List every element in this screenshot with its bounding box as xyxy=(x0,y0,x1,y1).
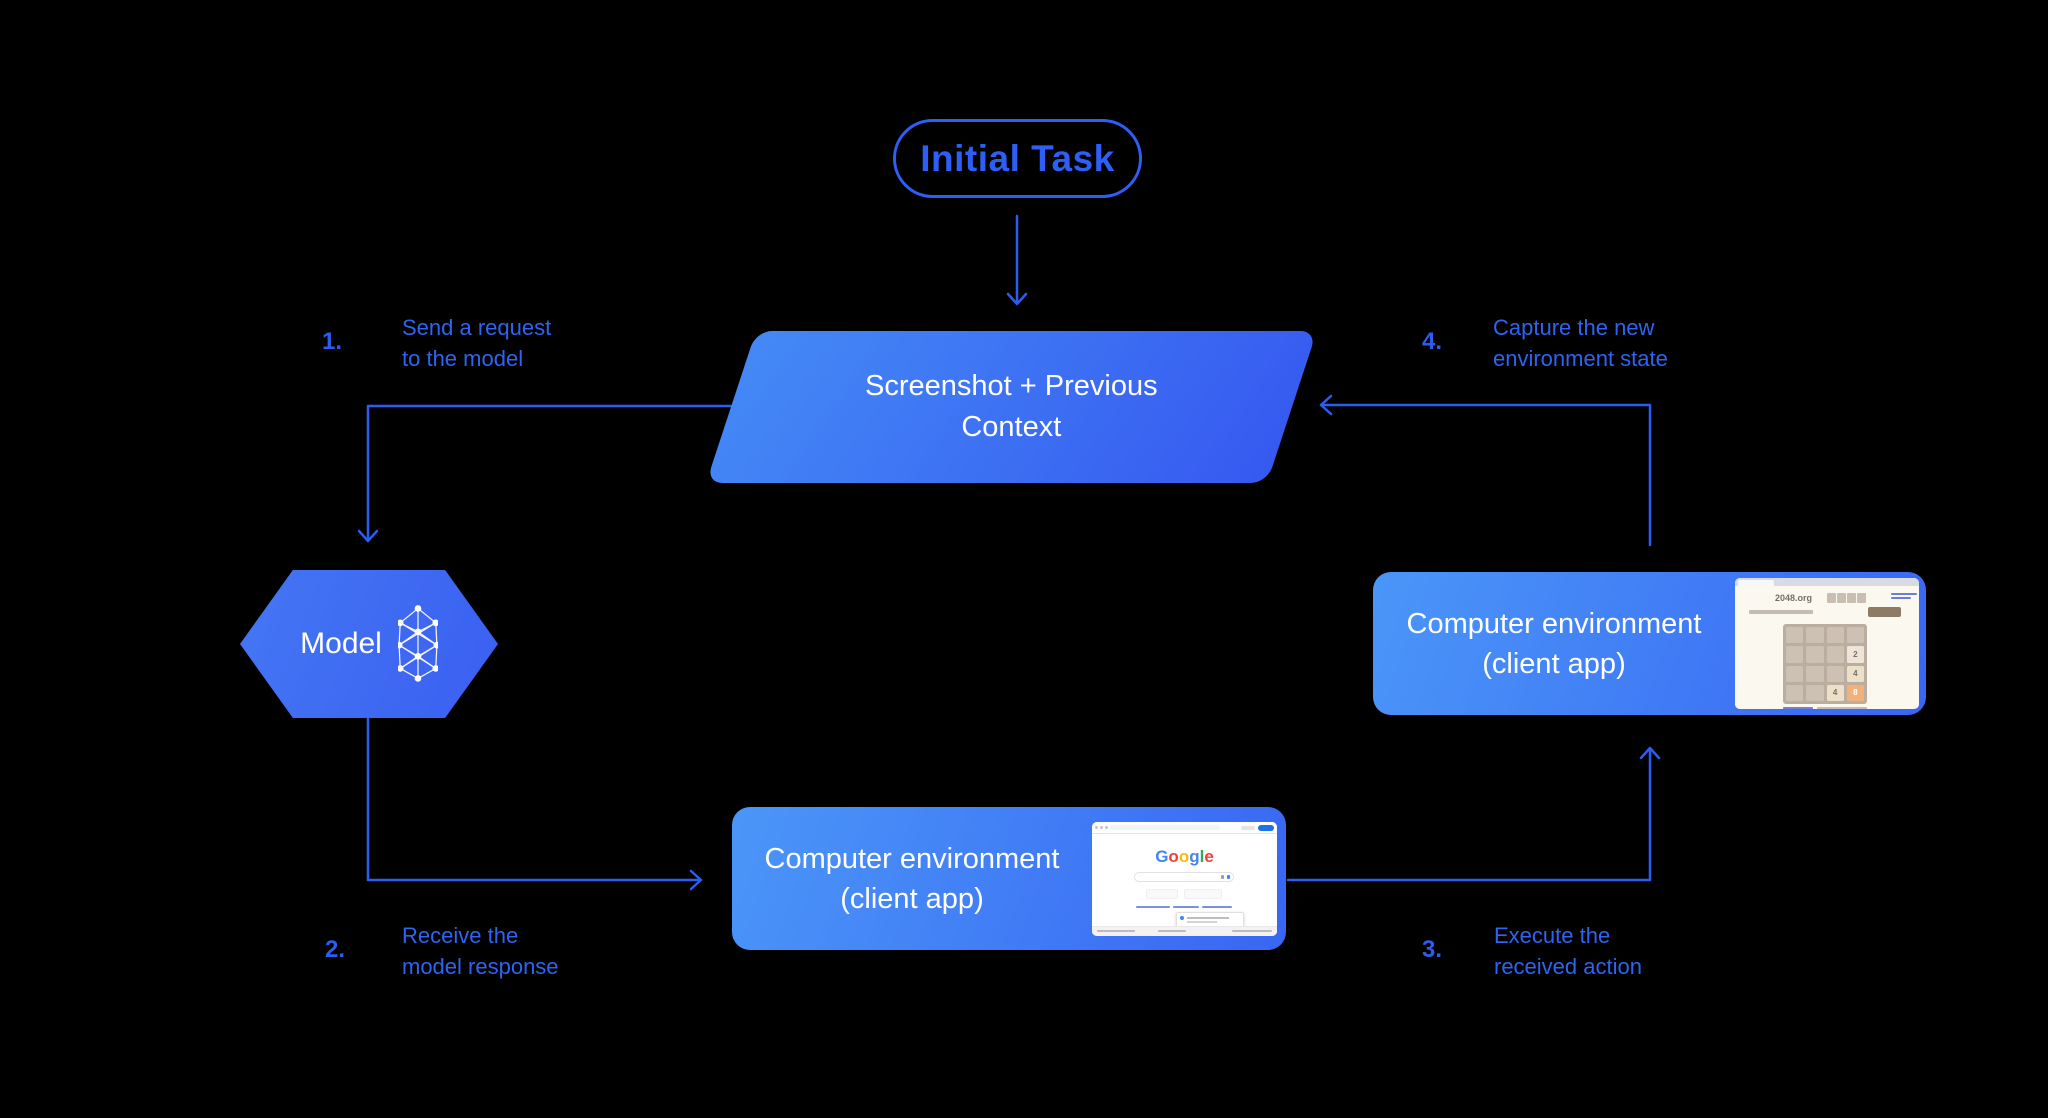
mini-browser-chrome xyxy=(1092,821,1277,834)
screenshot-context-parallelogram: Screenshot + Previous Context xyxy=(706,331,1317,483)
screenshot-context-label: Screenshot + Previous Context xyxy=(865,370,1158,443)
arrow-model-to-environment xyxy=(366,715,703,891)
mini-browser-chrome xyxy=(1735,578,1919,586)
model-hexagon: Model xyxy=(240,570,498,718)
mini-2048-tile: 4 xyxy=(1826,684,1844,701)
mini-url-bar xyxy=(1110,824,1220,830)
arrow-context-to-model xyxy=(357,404,733,543)
step-2-number: 2. xyxy=(325,936,346,963)
mini-2048-score-boxes xyxy=(1827,593,1866,603)
mini-google-logo: Google xyxy=(1155,846,1214,866)
model-label: Model xyxy=(300,627,382,660)
mini-google-page: Google xyxy=(1092,833,1277,936)
mini-cookie-icon xyxy=(1180,915,1184,920)
screenshot-2048-game: 2048.org 2 4 4 8 xyxy=(1735,578,1919,709)
mini-google-search-button xyxy=(1146,888,1178,899)
mini-apps-chip xyxy=(1241,825,1255,830)
mini-2048-top-links xyxy=(1891,593,1917,601)
arrow-environment-to-context xyxy=(1319,394,1652,547)
initial-task-label: Initial Task xyxy=(920,137,1115,179)
env-box-client-bottom: Computer environment (client app) Google xyxy=(732,807,1286,950)
neural-network-icon xyxy=(397,605,438,682)
env-box-client-right: Computer environment (client app) 2048.o… xyxy=(1373,572,1926,715)
mini-page-footer xyxy=(1092,925,1277,936)
mini-signin-button xyxy=(1258,824,1274,831)
mini-2048-subtitle-bar xyxy=(1749,610,1813,614)
mini-feeling-lucky-button xyxy=(1184,888,1222,899)
step-1-label: Send a request to the model xyxy=(402,315,552,371)
mini-2048-new-game-button xyxy=(1868,607,1901,617)
mini-2048-grid: 2 4 4 8 xyxy=(1783,624,1867,704)
mini-2048-footer-link-bar xyxy=(1783,707,1813,709)
mini-2048-tile: 8 xyxy=(1846,684,1864,701)
step-4-label: Capture the new environment state xyxy=(1493,315,1668,371)
mini-mic-icon xyxy=(1226,875,1230,879)
mini-window-buttons xyxy=(1095,825,1108,829)
mini-2048-tile: 2 xyxy=(1846,646,1864,663)
mini-language-links-bar xyxy=(1136,905,1232,908)
mini-2048-footer-text-bar xyxy=(1817,707,1867,709)
env-box-bottom-label: Computer environment (client app) xyxy=(764,842,1060,915)
env-box-right-label: Computer environment (client app) xyxy=(1406,607,1702,680)
arrow-environment-to-environment xyxy=(1286,746,1661,882)
mini-2048-tile: 4 xyxy=(1846,665,1864,682)
mini-2048-site-title: 2048.org xyxy=(1775,593,1813,603)
step-4-number: 4. xyxy=(1422,328,1443,355)
mini-browser-tab xyxy=(1738,580,1774,586)
arrow-task-to-context xyxy=(1006,214,1028,306)
step-2-label: Receive the model response xyxy=(402,923,559,979)
step-3-label: Execute the received action xyxy=(1494,923,1642,979)
step-1-number: 1. xyxy=(322,328,343,355)
mini-search-bar xyxy=(1134,871,1234,882)
mini-keyboard-icon xyxy=(1220,875,1224,879)
screenshot-google-homepage: Google xyxy=(1092,821,1277,936)
mini-2048-page: 2048.org 2 4 4 8 xyxy=(1735,586,1919,709)
step-3-number: 3. xyxy=(1422,936,1443,963)
initial-task-pill: Initial Task xyxy=(893,119,1142,198)
